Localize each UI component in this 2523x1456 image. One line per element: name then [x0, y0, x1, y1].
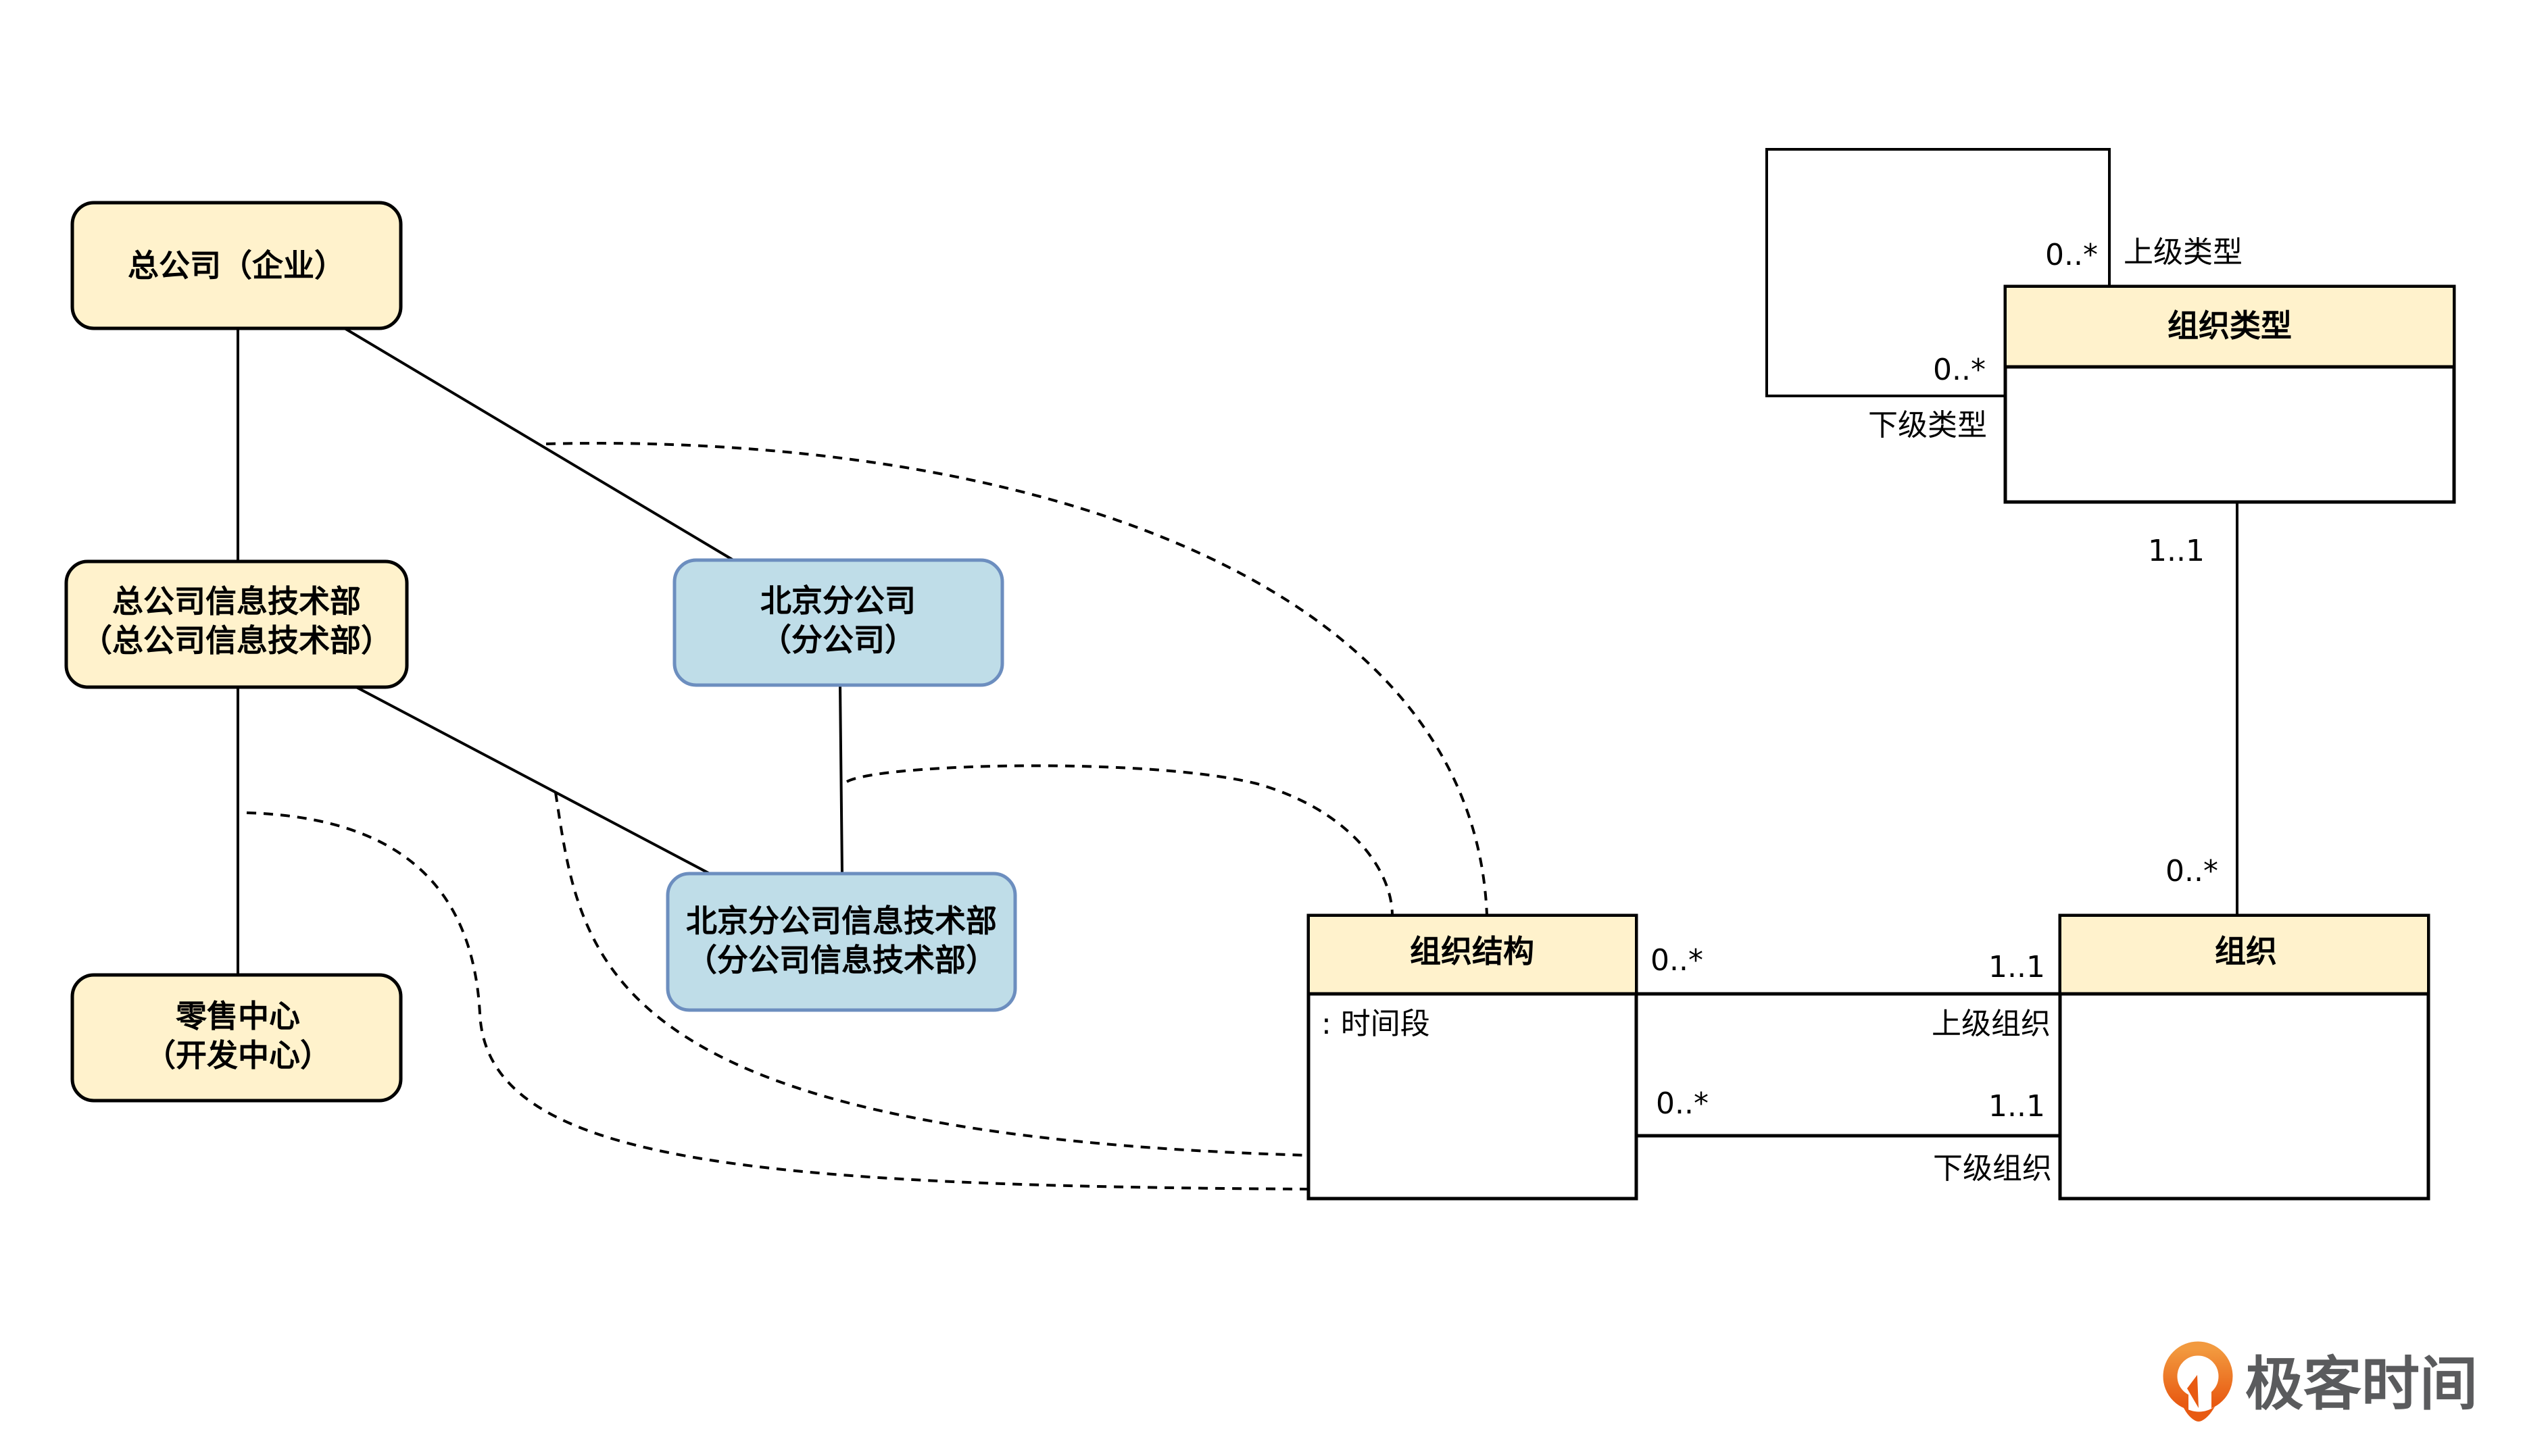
type-upper-role: 上级类型 [2124, 235, 2243, 270]
association-type-self [1765, 148, 2111, 397]
lower-org-org-multiplicity: 1..1 [1988, 1089, 2045, 1124]
type-lower-role: 下级类型 [1868, 408, 1987, 443]
lower-org-struct-multiplicity: 0..* [1656, 1086, 1709, 1121]
instance-node-retail[interactable]: 零售中心 （开发中心） [70, 973, 403, 1103]
class-attribute: : 时间段 [1321, 1007, 1430, 1041]
class-title: 组织结构 [1410, 933, 1534, 970]
geektime-logo: 极客时间 [2163, 1341, 2478, 1422]
dashed-link-hq-it-retail [246, 811, 1309, 1190]
type-lower-multiplicity: 0..* [1933, 353, 1986, 387]
node-label: 总公司（企业） [128, 247, 345, 284]
class-title: 组织 [2215, 933, 2277, 970]
hierarchy-links [237, 327, 843, 975]
instance-links [246, 442, 1488, 1190]
geektime-logo-text: 极客时间 [2245, 1351, 2478, 1418]
dashed-link-bj-bj-it [846, 764, 1394, 916]
node-label-line-2: （总公司信息技术部） [81, 622, 392, 659]
node-label-line-1: 零售中心 [176, 998, 300, 1034]
dashed-link-hq-it-bj-it [554, 792, 1309, 1157]
link-hq-it-to-bj-it [356, 686, 710, 875]
lower-org-role: 下级组织 [1933, 1151, 2052, 1186]
class-org-type[interactable]: 组织类型 [2003, 284, 2456, 504]
type-org-type-multiplicity: 1..1 [2148, 534, 2205, 568]
upper-org-struct-multiplicity: 0..* [1650, 943, 1703, 978]
node-label-line-1: 总公司信息技术部 [112, 583, 361, 620]
link-hq-to-bj [343, 327, 735, 561]
instance-node-bj-it[interactable]: 北京分公司信息技术部 （分公司信息技术部） [666, 872, 1017, 1012]
instance-node-bj[interactable]: 北京分公司 （分公司） [672, 558, 1004, 687]
class-org[interactable]: 组织 [2058, 913, 2430, 1201]
geektime-logo-icon [2163, 1341, 2233, 1422]
node-label-line-2: （开发中心） [145, 1037, 331, 1074]
class-org-structure[interactable]: 组织结构 : 时间段 [1306, 913, 1638, 1201]
node-label-line-1: 北京分公司 [760, 582, 916, 619]
type-org-org-multiplicity: 0..* [2165, 854, 2218, 888]
type-upper-multiplicity: 0..* [2045, 238, 2098, 272]
instance-node-hq-it[interactable]: 总公司信息技术部 （总公司信息技术部） [64, 559, 409, 689]
node-label-line-2: （分公司） [760, 622, 916, 658]
instance-node-hq[interactable]: 总公司（企业） [70, 201, 403, 330]
node-label-line-2: （分公司信息技术部） [686, 942, 997, 978]
node-label-line-1: 北京分公司信息技术部 [686, 903, 997, 939]
upper-org-org-multiplicity: 1..1 [1988, 950, 2045, 984]
link-bj-to-bj-it [839, 684, 843, 874]
dashed-link-hq-hq-it [545, 442, 1488, 916]
class-title: 组织类型 [2167, 307, 2292, 344]
upper-org-role: 上级组织 [1932, 1007, 2051, 1041]
